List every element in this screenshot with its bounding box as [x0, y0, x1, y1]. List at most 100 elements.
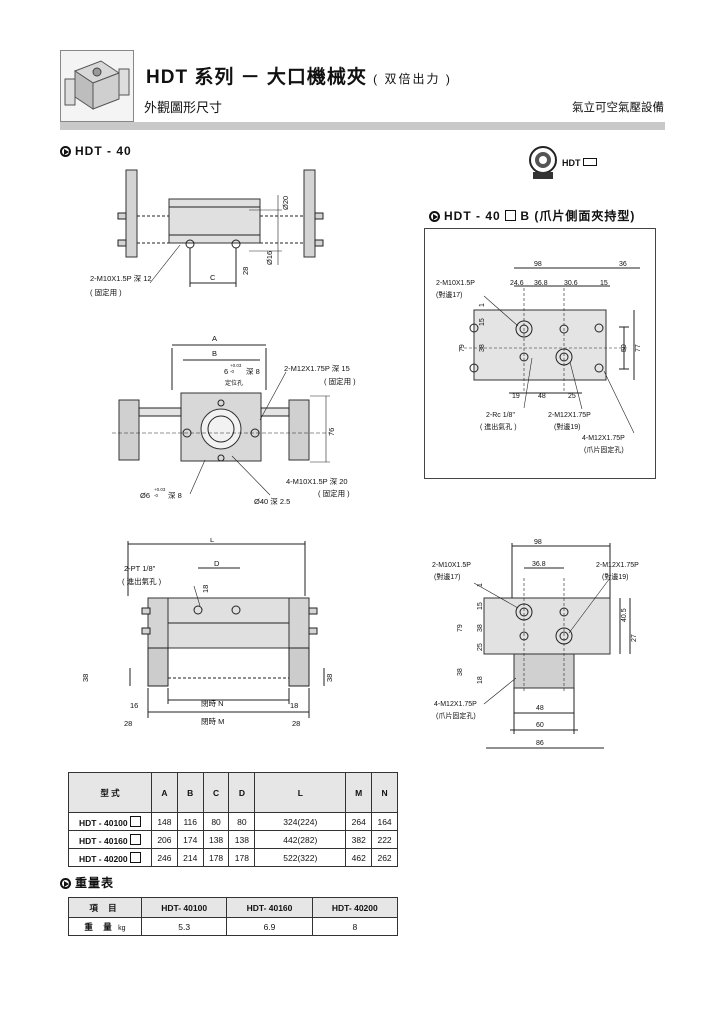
m12b-note: (爪片固定孔)	[436, 711, 476, 720]
model-cell: HDT - 40100	[68, 812, 152, 831]
dim-v79: 79	[457, 624, 464, 632]
dim-c: C	[210, 273, 216, 282]
section-weight: 重量表	[60, 874, 114, 891]
dim-v38: 38	[479, 344, 486, 352]
m12-note: (對邊19)	[602, 572, 628, 581]
dim-v40-5: 40.5	[621, 608, 628, 622]
rc-note: ( 進出氣孔 )	[480, 422, 517, 431]
dim-30-6: 30.6	[564, 280, 578, 287]
weight-value: 8	[311, 917, 399, 936]
dim-b: B	[212, 349, 217, 358]
cell-l: 522(322)	[254, 848, 347, 867]
tap-label: 2-M10X1.5P	[432, 562, 471, 569]
dim-v15: 15	[479, 318, 486, 326]
m12-label: 2-M12X1.75P	[596, 562, 639, 569]
model-cell: HDT - 40200	[68, 848, 152, 867]
dim-28-left: 28	[124, 719, 132, 728]
dim-v38: 38	[477, 624, 484, 632]
tap-label: 2-M10X1.5P 深 12	[90, 274, 152, 283]
dim-d16: Ø16	[265, 251, 274, 265]
dim-v18: 18	[477, 676, 484, 684]
m12-note: (對邊19)	[554, 422, 580, 431]
cell-m: 382	[345, 830, 373, 849]
cell-d: 178	[228, 848, 256, 867]
cell-a: 148	[151, 812, 178, 831]
tol-minus-bottom: -0	[154, 493, 158, 498]
cell-c: 178	[202, 848, 230, 867]
cell-d: 80	[228, 812, 256, 831]
title-note: ( 双倍出力 )	[373, 72, 452, 86]
pin-hole-label: 定位孔	[225, 379, 243, 387]
weight-table: 項 目 HDT- 40100 HDT- 40160 HDT- 40200 重 量…	[68, 897, 399, 936]
tap-note: (對邊17)	[436, 290, 462, 299]
dim-v77: 77	[635, 344, 642, 352]
header-a: A	[151, 772, 178, 813]
header-item: 項 目	[68, 897, 142, 918]
header-divider	[60, 122, 665, 130]
m12b-label: 4-M12X1.75P	[434, 701, 477, 708]
dim-b48: 48	[536, 705, 544, 712]
tap-bottom: 4-M10X1.5P 深 20	[286, 477, 348, 486]
section-hdt40: HDT - 40	[60, 144, 132, 158]
cell-b: 214	[176, 848, 204, 867]
arrow-circle-icon	[60, 146, 71, 157]
dim-v79: 79	[459, 344, 466, 352]
dim-36-8: 36.8	[532, 561, 546, 568]
bore-label: Ø40 深 2.5	[254, 497, 290, 506]
dim-v15: 15	[477, 602, 484, 610]
cell-a: 206	[151, 830, 178, 849]
tap-bottom-note: ( 固定用 )	[318, 488, 350, 498]
dim-18-top: 18	[201, 585, 210, 593]
dim-38-left: 38	[81, 674, 90, 682]
cell-m: 462	[345, 848, 373, 867]
header-b: B	[176, 772, 204, 813]
pin-top: 6	[224, 367, 228, 376]
depth-top: 深 8	[246, 367, 260, 376]
weight-label-cell: 重 量 kg	[68, 917, 142, 936]
dim-36-8: 36.8	[534, 280, 548, 287]
model-box-icon	[130, 815, 142, 827]
tap-top-note: ( 固定用 )	[324, 376, 356, 386]
page-title: HDT 系列 － 大口機械夾 ( 双倍出力 )	[146, 67, 452, 88]
dim-v38-bottom: 38	[457, 668, 464, 676]
dim-16: 16	[130, 701, 138, 710]
dim-36: 36	[619, 261, 627, 268]
cell-c: 138	[202, 830, 230, 849]
dim-b60: 60	[536, 722, 544, 729]
tol-plus-bottom: +0.03	[154, 487, 166, 492]
dim-b48: 48	[538, 393, 546, 400]
cell-l: 442(282)	[254, 830, 347, 849]
weight-unit: kg	[118, 924, 126, 932]
dim-b19: 19	[512, 393, 520, 400]
header-model-2: HDT- 40160	[226, 897, 313, 918]
pin-bottom-depth: 深 8	[168, 491, 182, 500]
cell-b: 174	[176, 830, 204, 849]
dim-15: 15	[600, 280, 608, 287]
table-row: 重 量 kg 5.3 6.9 8	[68, 917, 399, 936]
drawing-front-view: A B 6 +0.03 -0 深 8 定位孔 2-M12X1.75P 深 15 …	[112, 334, 356, 506]
dim-v27: 27	[631, 634, 638, 642]
product-thumbnail	[60, 50, 134, 122]
cell-d: 138	[228, 830, 256, 849]
dim-v25: 25	[477, 643, 484, 651]
page-subtitle: 外觀圖形尺寸	[144, 100, 223, 115]
dim-v1: 1	[479, 303, 486, 307]
cell-n: 222	[371, 830, 398, 849]
cell-n: 262	[371, 848, 398, 867]
cell-b: 116	[176, 812, 204, 831]
weight-label: 重 量	[84, 921, 116, 932]
dim-b25: 25	[568, 393, 576, 400]
m12b-note: (爪片固定孔)	[584, 445, 624, 454]
m12-label: 2-M12X1.75P	[548, 412, 591, 419]
tap-note: (對邊17)	[434, 572, 460, 581]
dim-98: 98	[534, 261, 542, 268]
dim-76: 76	[327, 428, 336, 436]
pin-bottom: Ø6	[140, 491, 150, 500]
dim-v50: 50	[621, 344, 628, 352]
logo-model-label: HDT	[562, 158, 598, 168]
header-m: M	[345, 772, 373, 813]
rc-label: 2-Rc 1/8"	[486, 412, 515, 419]
header-l: L	[254, 772, 347, 813]
